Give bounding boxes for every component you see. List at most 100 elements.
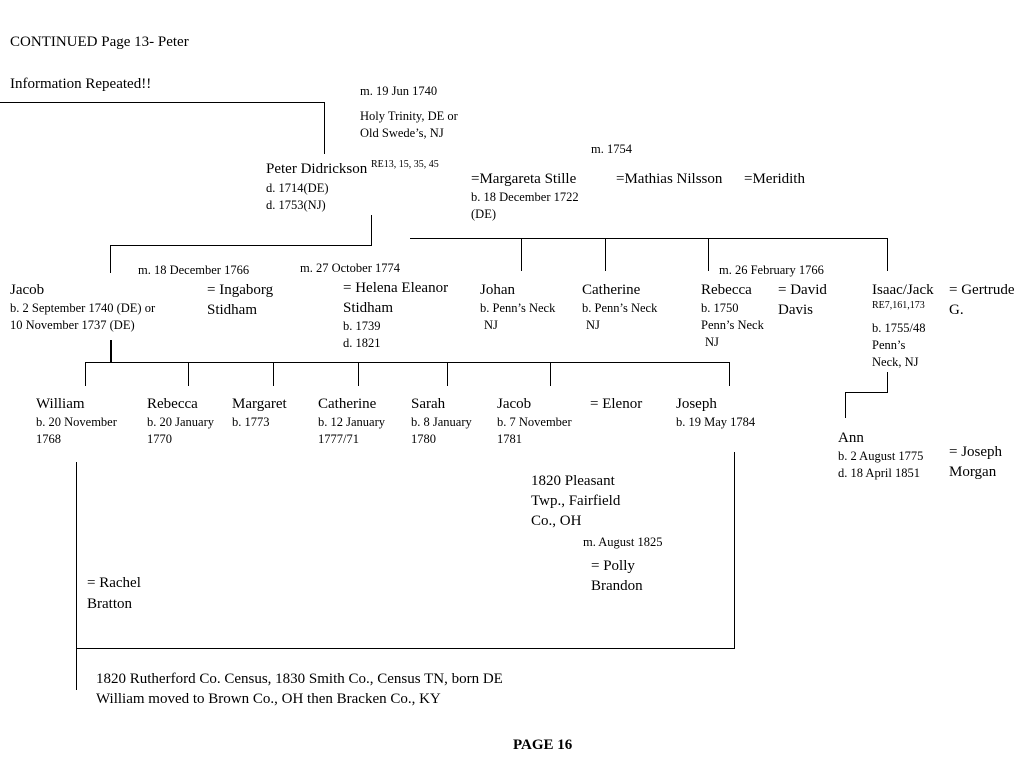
- isaac-name: Isaac/Jack: [872, 282, 934, 298]
- isaac-to-ann-h: [845, 392, 888, 393]
- jacob-marriage2-date: m. 27 October 1774: [300, 261, 400, 275]
- rachel-line2: Bratton: [87, 596, 132, 612]
- william-birth-1: b. 20 November: [36, 415, 117, 429]
- peter-marriage-date: m. 19 Jun 1740: [360, 84, 438, 98]
- johan-birth-2: NJ: [484, 318, 498, 332]
- peter-name: Peter Didrickson RE13, 15, 35, 45: [266, 159, 439, 179]
- rachel-line1: = Rachel: [87, 575, 141, 591]
- bottom-bracket-h: [76, 648, 734, 649]
- jacob-children-bar: [85, 362, 730, 363]
- margareta-marriage-date: m. 1754: [591, 142, 632, 156]
- johan-name: Johan: [480, 282, 515, 298]
- ann-name: Ann: [838, 430, 864, 446]
- margaret-birth: b. 1773: [232, 415, 270, 429]
- william-name: William: [36, 396, 85, 412]
- ingaborg-line2: Stidham: [207, 302, 258, 318]
- elenor-spouse: = Elenor: [590, 396, 643, 412]
- catherine-child-birth-1: b. 12 January: [318, 415, 385, 429]
- peter-marriage-place-2: Old Swede’s, NJ: [360, 126, 444, 140]
- helena-death: d. 1821: [343, 336, 381, 350]
- rebecca-child-drop: [188, 362, 189, 386]
- catherine-child-birth-2: 1777/71: [318, 432, 359, 446]
- peter-death-2: d. 1753(NJ): [266, 198, 326, 212]
- joseph-morgan-line1: = Joseph: [949, 444, 1003, 460]
- ann-birth: b. 2 August 1775: [838, 449, 924, 463]
- jacob-marriage1-date: m. 18 December 1766: [138, 263, 250, 277]
- jacob-branch-v: [110, 245, 111, 273]
- jacob-children-stem: [110, 340, 112, 362]
- margaret-name: Margaret: [232, 396, 287, 412]
- top-connector-v: [324, 102, 325, 154]
- isaac-drop: [887, 238, 888, 271]
- jacob-sr-birth-2: 10 November 1737 (DE): [10, 318, 135, 332]
- gertrude-line2: G.: [949, 302, 964, 318]
- rebecca-marriage-date: m. 26 February 1766: [719, 263, 824, 277]
- joseph-place-1: 1820 Pleasant: [531, 473, 615, 489]
- catherine-drop: [605, 238, 606, 271]
- margareta-children-bar: [410, 238, 888, 239]
- rebecca-child-birth-1: b. 20 January: [147, 415, 214, 429]
- joseph-place-2: Twp., Fairfield: [531, 493, 621, 509]
- joseph-long-line: [734, 452, 735, 649]
- isaac-birth-1: b. 1755/48: [872, 321, 926, 335]
- johan-birth-1: b. Penn’s Neck: [480, 301, 556, 315]
- catherine-child-drop: [358, 362, 359, 386]
- page-number: PAGE 16: [513, 737, 573, 753]
- meridith: =Meridith: [744, 171, 805, 187]
- william-long-line: [76, 462, 77, 690]
- rebecca-sr-birth-3: NJ: [705, 335, 719, 349]
- isaac-refs: RE7,161,173: [872, 300, 925, 311]
- johan-drop: [521, 238, 522, 271]
- peter-name-text: Peter Didrickson: [266, 161, 368, 177]
- joseph-place-3: Co., OH: [531, 513, 582, 529]
- david-davis-line1: = David: [778, 282, 827, 298]
- joseph-name: Joseph: [676, 396, 717, 412]
- david-davis-line2: Davis: [778, 302, 813, 318]
- polly-line1: = Polly: [591, 558, 635, 574]
- isaac-birth-3: Neck, NJ: [872, 355, 919, 369]
- rebecca-child-birth-2: 1770: [147, 432, 172, 446]
- rebecca-drop: [708, 238, 709, 271]
- margareta-birth-2: (DE): [471, 207, 496, 221]
- sarah-birth-1: b. 8 January: [411, 415, 472, 429]
- catherine-sr-birth-1: b. Penn’s Neck: [582, 301, 658, 315]
- helena-birth: b. 1739: [343, 319, 381, 333]
- top-connector-h: [0, 102, 325, 103]
- jacob-sr-birth-1: b. 2 September 1740 (DE) or: [10, 301, 156, 315]
- jacob-child-birth-1: b. 7 November: [497, 415, 572, 429]
- margareta-name: =Margareta Stille: [471, 171, 577, 187]
- joseph-marriage-date: m. August 1825: [583, 535, 663, 549]
- jacob-child-drop: [550, 362, 551, 386]
- ingaborg-line1: = Ingaborg: [207, 282, 274, 298]
- william-census-note: 1820 Rutherford Co. Census, 1830 Smith C…: [96, 671, 503, 687]
- polly-line2: Brandon: [591, 578, 643, 594]
- rebecca-sr-name: Rebecca: [701, 282, 752, 298]
- isaac-to-ann-v2: [845, 392, 846, 418]
- margareta-birth-1: b. 18 December 1722: [471, 190, 579, 204]
- margaret-drop: [273, 362, 274, 386]
- catherine-child-name: Catherine: [318, 396, 377, 412]
- william-birth-2: 1768: [36, 432, 61, 446]
- rebecca-sr-birth-1: b. 1750: [701, 301, 739, 315]
- joseph-drop: [729, 362, 730, 386]
- helena-line1: = Helena Eleanor: [343, 280, 449, 296]
- rebecca-child-name: Rebecca: [147, 396, 198, 412]
- gertrude-line1: = Gertrude: [949, 282, 1015, 298]
- peter-refs: RE13, 15, 35, 45: [370, 159, 439, 170]
- continued-heading: CONTINUED Page 13- Peter: [10, 34, 189, 50]
- jacob-child-birth-2: 1781: [497, 432, 522, 446]
- peter-death-1: d. 1714(DE): [266, 181, 329, 195]
- joseph-birth: b. 19 May 1784: [676, 415, 756, 429]
- peter-down-line: [371, 215, 372, 245]
- ann-death: d. 18 April 1851: [838, 466, 920, 480]
- william-moved-note: William moved to Brown Co., OH then Brac…: [96, 691, 441, 707]
- helena-line2: Stidham: [343, 300, 394, 316]
- rebecca-sr-birth-2: Penn’s Neck: [701, 318, 764, 332]
- sarah-birth-2: 1780: [411, 432, 436, 446]
- repeated-note: Information Repeated!!: [10, 76, 152, 92]
- jacob-sr-name: Jacob: [10, 282, 45, 298]
- joseph-morgan-line2: Morgan: [949, 464, 997, 480]
- peter-marriage-place-1: Holy Trinity, DE or: [360, 109, 458, 123]
- sarah-drop: [447, 362, 448, 386]
- catherine-sr-name: Catherine: [582, 282, 641, 298]
